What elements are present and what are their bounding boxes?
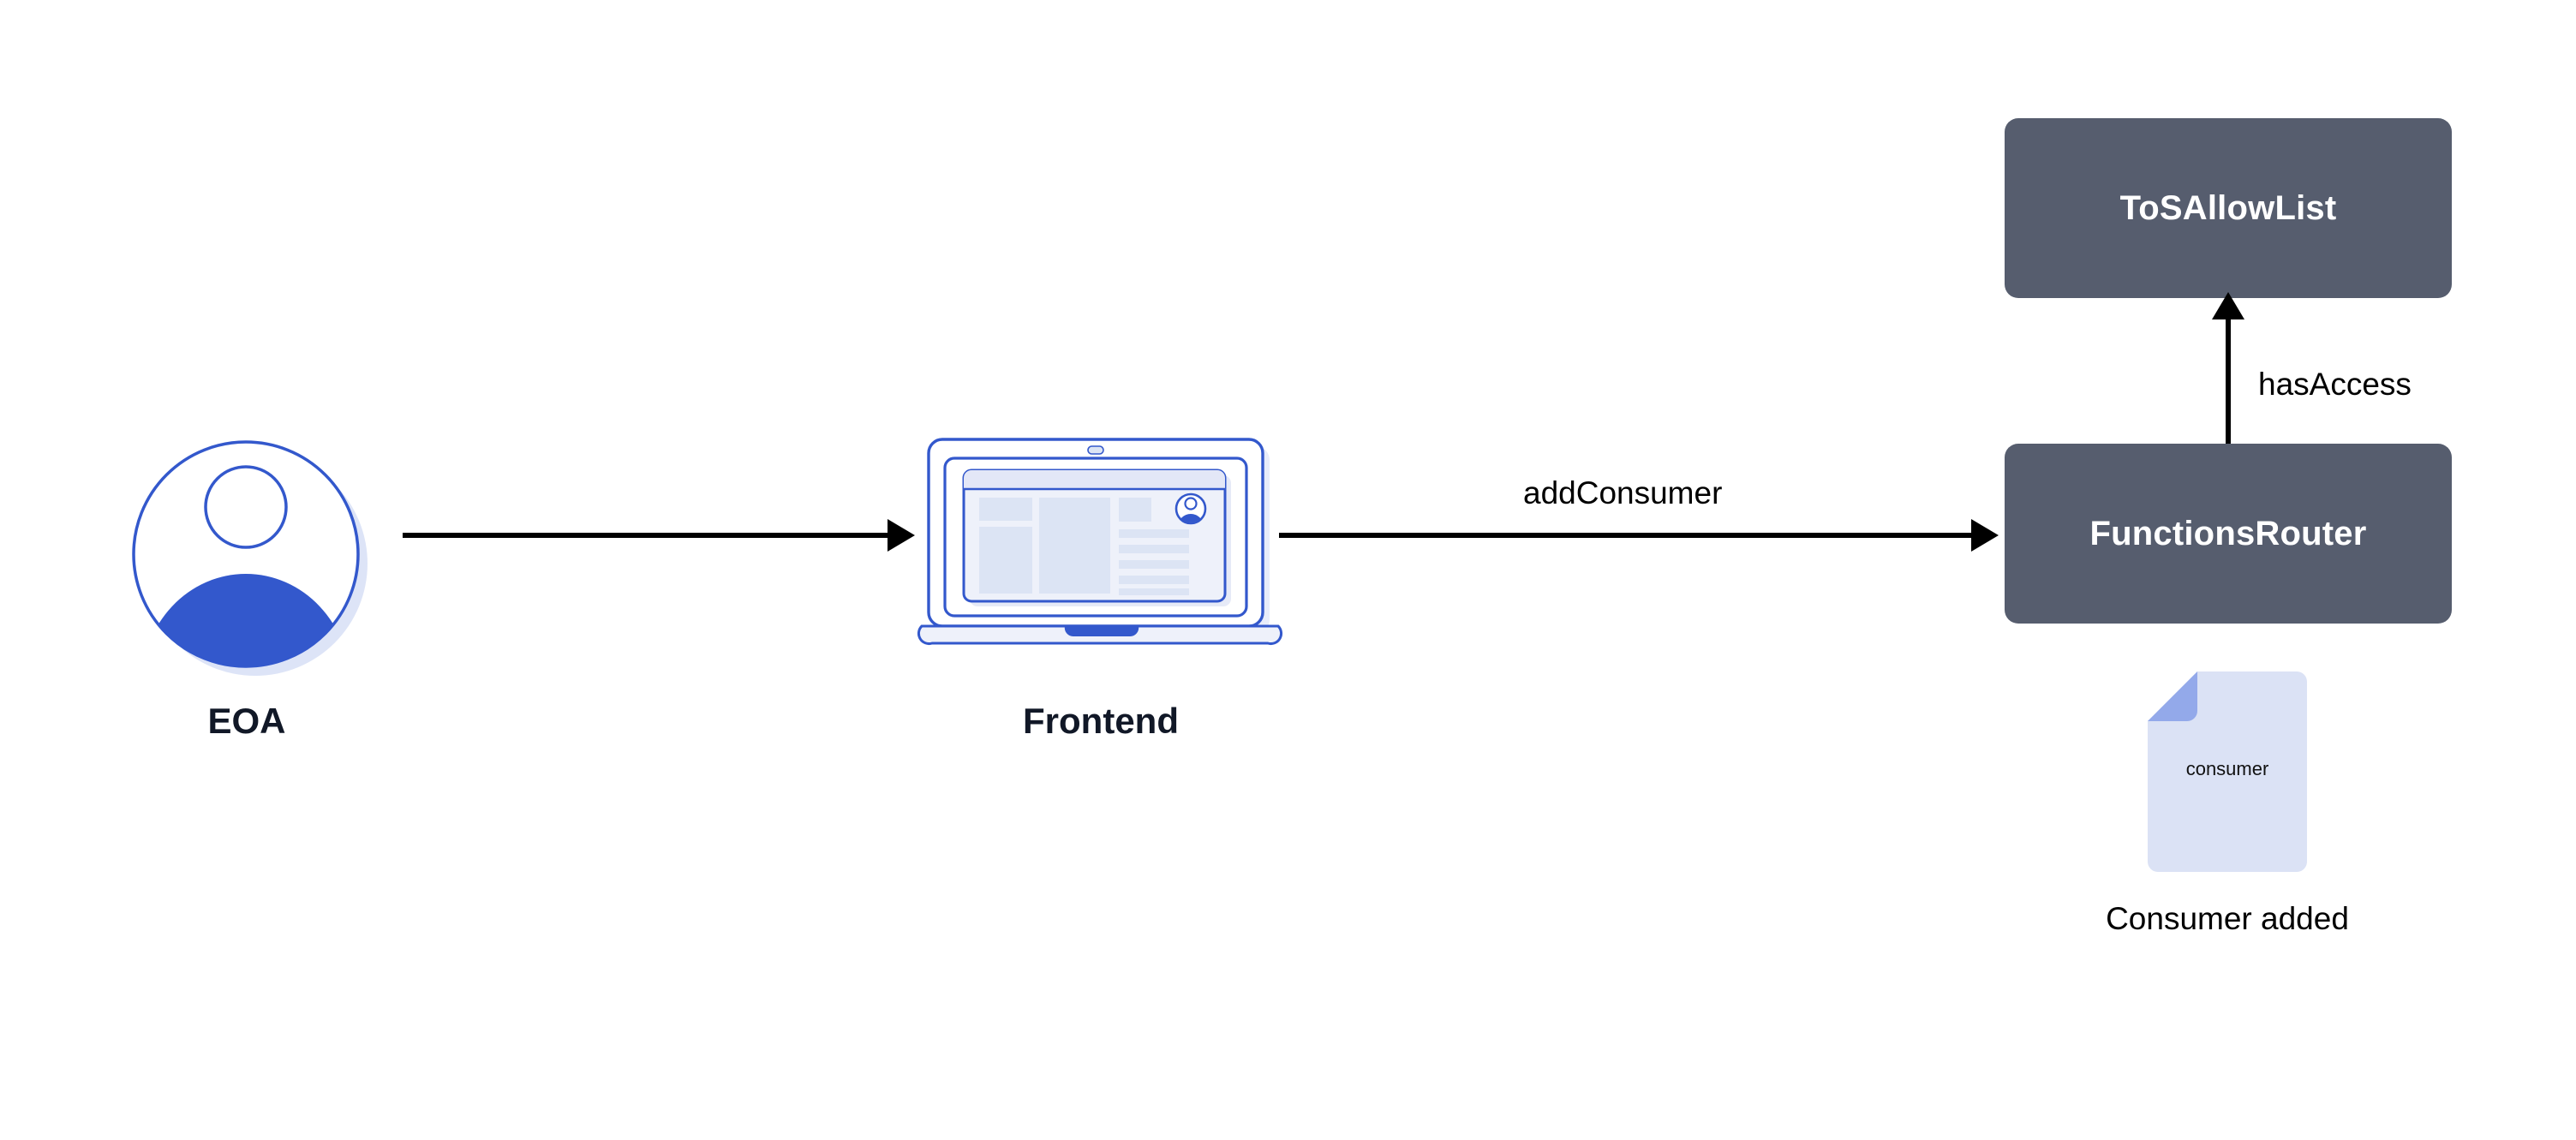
consumer-added-caption: Consumer added (2106, 901, 2349, 936)
edge-label-addconsumer: addConsumer (1523, 475, 1723, 510)
eoa-avatar-icon (120, 428, 377, 685)
arrow-frontend-to-router-head (1971, 519, 1999, 552)
laptop-icon (917, 433, 1285, 660)
arrow-eoa-to-frontend-line (403, 533, 889, 538)
node-functionsrouter[interactable]: FunctionsRouter (2005, 444, 2452, 624)
arrow-router-to-allowlist-line (2226, 317, 2231, 445)
node-functionsrouter-label: FunctionsRouter (2089, 514, 2367, 552)
edge-label-hasaccess: hasAccess (2258, 367, 2412, 402)
arrow-router-to-allowlist-head (2212, 292, 2244, 319)
document-inner-label: consumer (2185, 758, 2269, 779)
document-icon (2146, 670, 2309, 874)
node-tosallowlist-label: ToSAllowList (2119, 188, 2337, 227)
arrow-eoa-to-frontend-head (888, 519, 915, 552)
eoa-label: EOA (207, 701, 286, 741)
arrow-frontend-to-router-line (1279, 533, 1973, 538)
frontend-label: Frontend (1023, 701, 1179, 741)
node-tosallowlist[interactable]: ToSAllowList (2005, 118, 2452, 298)
